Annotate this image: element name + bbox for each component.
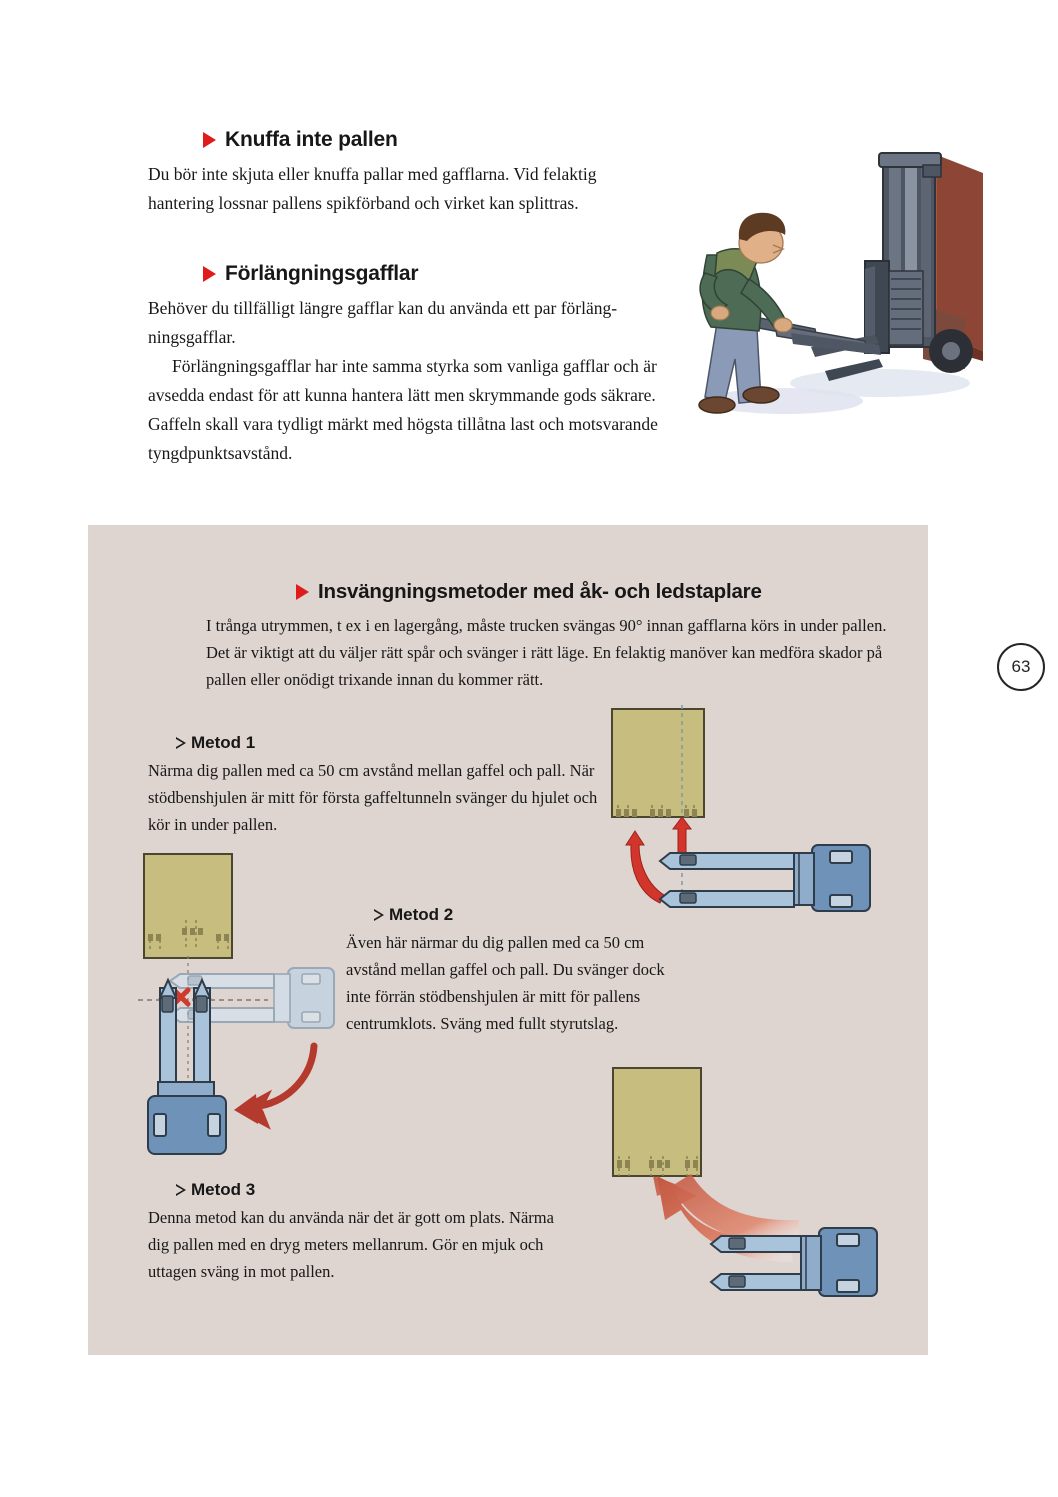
method-1-text-block: Metod 1 Närma dig pallen med ca 50 cm av… xyxy=(148,733,598,838)
method-3-label: Metod 3 xyxy=(191,1180,256,1199)
method-1-label: Metod 1 xyxy=(191,733,256,752)
section-heading-forlangning-label: Förlängningsgafflar xyxy=(225,262,419,285)
method-3-svg xyxy=(612,1067,878,1297)
method-1-svg xyxy=(611,705,871,912)
section-knuffa-paragraph: Du bör inte skjuta eller knuffa pallar m… xyxy=(148,164,597,213)
panel-heading: Insvängningsmetoder med åk- och ledstapl… xyxy=(296,580,896,604)
section-forlangning-paragraph-1: Behöver du tillfälligt längre gafflar ka… xyxy=(148,298,618,347)
panel-header-block: Insvängningsmetoder med åk- och ledstapl… xyxy=(206,580,896,693)
method-1-body: Närma dig pallen med ca 50 cm avstånd me… xyxy=(148,761,598,834)
triangle-marker-icon xyxy=(203,266,216,282)
section-heading-knuffa: Knuffa inte pallen xyxy=(203,128,660,152)
panel-intro-paragraph: I trånga utrymmen, t ex i en lagergång, … xyxy=(206,616,887,689)
page-number-badge: 63 xyxy=(997,643,1045,691)
method-2-text-block: Metod 2 Även här närmar du dig pallen me… xyxy=(346,905,676,1037)
method-2-svg xyxy=(138,853,335,1155)
top-text-column: Knuffa inte pallen Du bör inte skjuta el… xyxy=(148,128,660,468)
section-heading-knuffa-label: Knuffa inte pallen xyxy=(225,128,398,151)
method-3-body: Denna metod kan du använda när det är go… xyxy=(148,1208,554,1281)
extension-forks-illustration xyxy=(665,133,1005,443)
triangle-outline-icon xyxy=(374,909,384,921)
method-3-heading: Metod 3 xyxy=(176,1180,578,1200)
method-2-label: Metod 2 xyxy=(389,905,454,924)
triangle-marker-icon xyxy=(296,584,309,600)
method-2-diagram xyxy=(138,850,388,1160)
method-3-diagram xyxy=(593,1050,903,1315)
extension-forks-svg xyxy=(698,152,983,414)
method-1-diagram xyxy=(608,705,908,935)
triangle-outline-icon xyxy=(176,1184,186,1196)
triangle-marker-icon xyxy=(203,132,216,148)
method-1-heading: Metod 1 xyxy=(176,733,598,753)
method-2-body: Även här närmar du dig pallen med ca 50 … xyxy=(346,933,665,1033)
triangle-outline-icon xyxy=(176,737,186,749)
panel-heading-label: Insvängningsmetoder med åk- och ledstapl… xyxy=(318,580,762,603)
insvangningsmetoder-panel: Insvängningsmetoder med åk- och ledstapl… xyxy=(88,525,928,1355)
method-2-heading: Metod 2 xyxy=(374,905,676,925)
section-forlangning-paragraph-2: Förlängningsgafflar har inte samma styrk… xyxy=(148,356,658,463)
section-heading-forlangning: Förlängningsgafflar xyxy=(203,262,660,286)
method-3-text-block: Metod 3 Denna metod kan du använda när d… xyxy=(148,1180,578,1285)
page-number-value: 63 xyxy=(1011,657,1031,676)
